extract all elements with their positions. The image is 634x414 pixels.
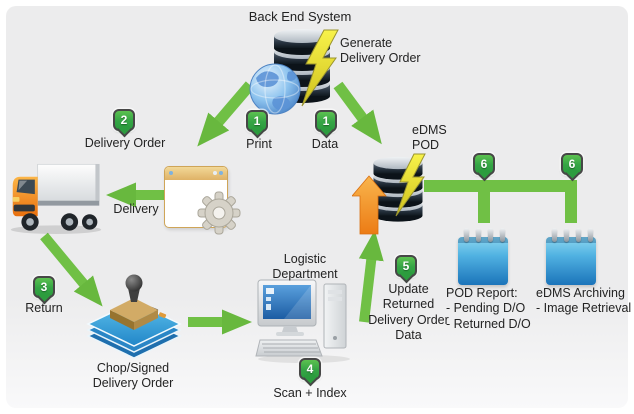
- edms-pod-label: eDMS POD: [412, 123, 447, 153]
- badge-number: 1: [253, 114, 261, 128]
- window-titlebar: [165, 167, 227, 180]
- keyboard: [255, 339, 323, 357]
- badge-number: 1: [322, 114, 330, 128]
- notebook-body: [546, 237, 596, 285]
- print-label: Print: [246, 137, 272, 151]
- spiral-ring-icon: [488, 228, 493, 242]
- generate-delivery-order-label: Generate Delivery Order: [340, 36, 421, 66]
- step-badge-scan-index: 4: [299, 358, 321, 380]
- globe-icon: [249, 63, 301, 115]
- badge-number: 3: [40, 280, 48, 294]
- lightning-icon: [301, 29, 339, 107]
- step-badge-edms-archiving: 6: [561, 153, 583, 175]
- notebook-icon-pod-report: [458, 228, 508, 286]
- update-returned-label: Update Returned Delivery Order Data: [368, 282, 449, 342]
- window-dot-icon: [169, 171, 173, 175]
- step-badge-data: 1: [315, 110, 337, 132]
- spiral-ring-icon: [464, 228, 469, 242]
- spiral-ring-icon: [588, 228, 593, 242]
- chop-signed-label: Chop/Signed Delivery Order: [92, 361, 174, 391]
- upload-arrow-icon: [352, 175, 387, 235]
- spiral-ring-icon: [576, 228, 581, 242]
- window-dot-icon: [213, 171, 217, 175]
- arrow-truck-to-chop: [40, 232, 103, 307]
- step-badge-print: 1: [246, 110, 268, 132]
- pod-report-label: POD Report: - Pending D/O - Returned D/O: [446, 286, 531, 331]
- backend-title: Back End System: [248, 9, 352, 24]
- gear-icon: [197, 191, 241, 235]
- notebook-icon-edms-archiving: [546, 228, 596, 286]
- arrow-backend-to-edms: [333, 81, 382, 145]
- wheel-icon: [21, 213, 98, 231]
- scan-index-label: Scan + Index: [273, 386, 347, 400]
- badge-number: 5: [402, 259, 410, 273]
- connector-edms-to-archiving: [424, 180, 577, 223]
- logistic-department-label: Logistic Department: [272, 252, 338, 282]
- spiral-ring-icon: [552, 228, 557, 242]
- monitor: [257, 279, 317, 336]
- stamp-icon: [110, 274, 158, 330]
- truck-icon: [10, 163, 102, 234]
- step-badge-delivery-order: 2: [113, 109, 135, 131]
- step-badge-pod-report: 6: [473, 153, 495, 175]
- edms-database-icon: [352, 153, 426, 235]
- notebook-body: [458, 237, 508, 285]
- return-label: Return: [25, 301, 63, 315]
- step-badge-update: 5: [395, 255, 417, 277]
- delivery-label: Delivery: [113, 202, 159, 216]
- window-dot-icon: [219, 171, 223, 175]
- arrow-backend-to-window: [197, 81, 255, 147]
- data-label: Data: [311, 137, 339, 151]
- spiral-ring-icon: [564, 228, 569, 242]
- spiral-ring-icon: [476, 228, 481, 242]
- spiral-ring-icon: [500, 228, 505, 242]
- delivery-order-label: Delivery Order: [84, 136, 166, 150]
- backend-database-icon: [249, 29, 339, 115]
- badge-number: 2: [120, 113, 128, 127]
- badge-number: 6: [568, 157, 576, 171]
- badge-number: 4: [306, 362, 314, 376]
- arrow-computer-to-edms: [358, 230, 384, 323]
- desktop-computer-icon: [255, 279, 350, 363]
- lightning-icon: [395, 153, 426, 217]
- edms-archiving-label: eDMS Archiving - Image Retrieval: [536, 286, 632, 316]
- stamp-papers-icon: [86, 274, 182, 359]
- badge-number: 6: [480, 157, 488, 171]
- step-badge-return: 3: [33, 276, 55, 298]
